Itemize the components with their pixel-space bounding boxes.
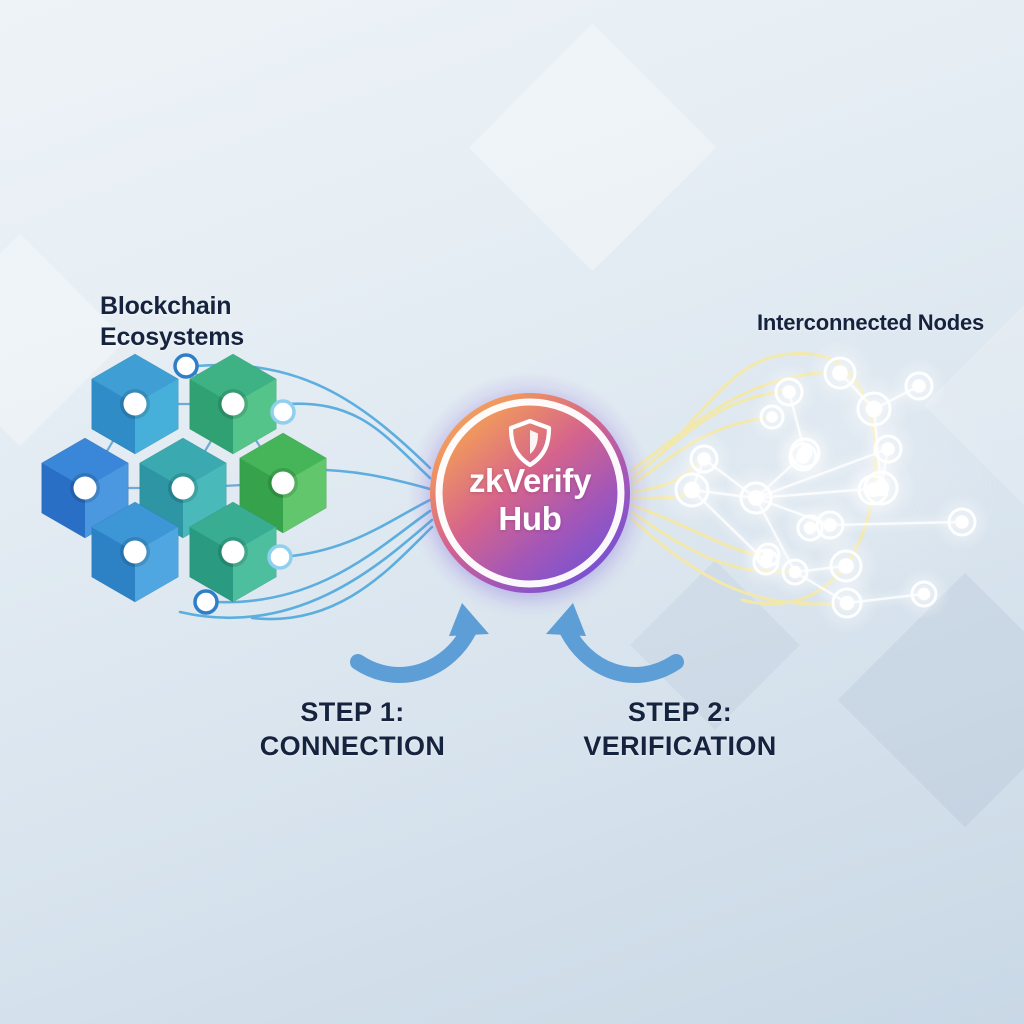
step-1-title: STEP 1:	[300, 697, 405, 727]
right-cluster-label: Interconnected Nodes	[757, 310, 985, 335]
left-cluster-label-line1: Blockchain	[100, 292, 232, 320]
hexagon-node	[189, 353, 277, 455]
hexagon-node	[239, 432, 327, 534]
step-1-subtitle: CONNECTION	[259, 730, 446, 761]
hexagon-center-dot	[221, 540, 245, 564]
hexagon-center-dot	[123, 392, 147, 416]
shield-icon	[508, 418, 552, 468]
step-2-subtitle: VERIFICATION	[583, 730, 777, 761]
small-ring-node	[173, 353, 199, 379]
network-node	[783, 501, 837, 555]
hexagon-node	[189, 501, 277, 603]
right-node-cluster	[656, 340, 991, 634]
network-node	[723, 465, 789, 531]
network-node	[747, 392, 797, 442]
hexagon-node	[139, 437, 227, 539]
step-2-label: STEP 2: VERIFICATION	[560, 696, 800, 764]
network-node	[774, 428, 832, 486]
hexagon-center-dot	[171, 476, 195, 500]
step-2-arrow	[546, 603, 684, 683]
step-2-title: STEP 2:	[627, 697, 733, 727]
left-small-nodes	[173, 353, 296, 615]
network-node	[897, 567, 951, 621]
step-1-label: STEP 1: CONNECTION	[240, 696, 465, 764]
hexagon-center-dot	[221, 392, 245, 416]
network-node	[768, 545, 822, 599]
left-cluster-label: Blockchain Ecosystems	[100, 291, 340, 352]
hexagon-node	[41, 437, 129, 539]
hexagon-center-dot	[73, 476, 97, 500]
small-ring-node	[267, 544, 293, 570]
step-arrows	[350, 603, 684, 683]
network-node	[933, 493, 991, 551]
network-node	[656, 454, 728, 526]
small-ring-node	[270, 399, 296, 425]
hexagon-center-dot	[123, 540, 147, 564]
small-ring-node	[193, 589, 219, 615]
step-1-arrow	[350, 603, 489, 683]
left-cluster-label-line2: Ecosystems	[100, 322, 244, 351]
hexagon-node	[91, 501, 179, 603]
network-node	[842, 459, 904, 521]
zkverify-hub[interactable]	[408, 371, 652, 615]
network-node	[816, 572, 878, 634]
hexagon-cluster	[41, 353, 327, 603]
hexagon-center-dot	[271, 471, 295, 495]
hexagon-node	[91, 353, 179, 455]
